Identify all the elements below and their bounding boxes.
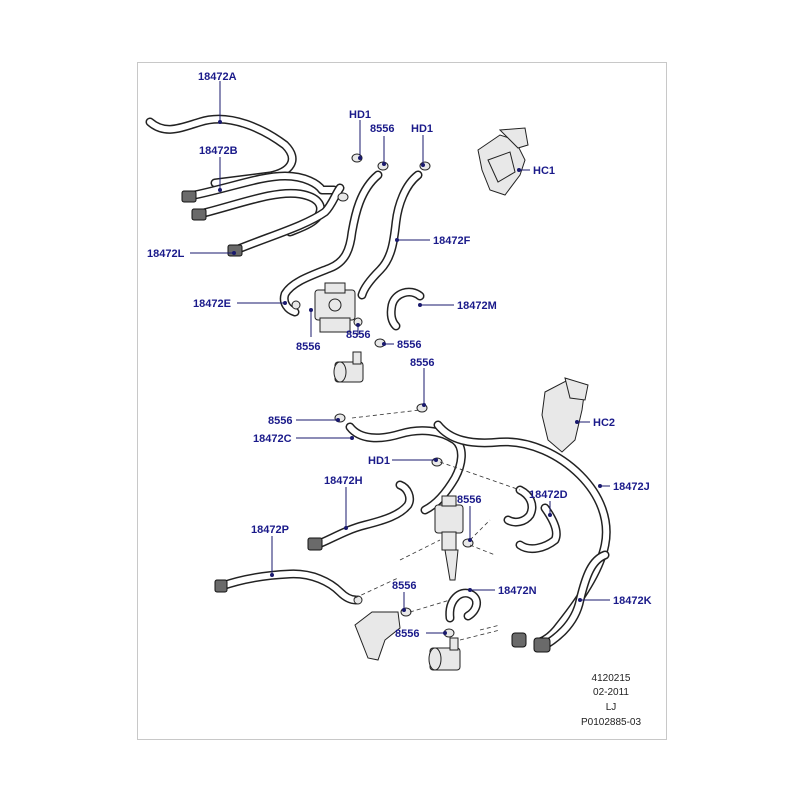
label-hd1-c: HD1 (368, 455, 390, 467)
label-18472J: 18472J (613, 481, 650, 493)
label-18472H: 18472H (324, 475, 363, 487)
label-18472P: 18472P (251, 524, 289, 536)
hose-18472E (279, 170, 383, 317)
label-8556-i: 8556 (395, 628, 419, 640)
label-18472L: 18472L (147, 248, 185, 260)
label-8556-f: 8556 (268, 415, 292, 427)
hose-18472H (311, 480, 415, 550)
label-8556-g: 8556 (457, 494, 481, 506)
label-18472N: 18472N (498, 585, 537, 597)
label-18472A: 18472A (198, 71, 237, 83)
hose-18472L (231, 183, 345, 255)
label-18472B: 18472B (199, 145, 238, 157)
label-18472C: 18472C (253, 433, 292, 445)
label-hc2: HC2 (593, 417, 615, 429)
label-18472F: 18472F (433, 235, 471, 247)
heater-valve-upper (314, 282, 356, 333)
hose-18472P (217, 569, 361, 605)
dashed-guide-lines (351, 409, 521, 641)
label-8556-h: 8556 (392, 580, 416, 592)
ref-number: 4120215 (592, 673, 631, 684)
mounting-bracket-lower (354, 611, 401, 661)
label-8556-e: 8556 (410, 357, 434, 369)
hose-18472M (386, 287, 425, 331)
label-hd1-a: HD1 (349, 109, 371, 121)
label-18472E: 18472E (193, 298, 231, 310)
label-8556-a: 8556 (370, 123, 394, 135)
label-18472D: 18472D (529, 489, 568, 501)
water-pump-upper (333, 351, 364, 383)
bracket-hc1 (477, 127, 529, 196)
hose-18472A (145, 114, 297, 188)
hose-clamps-lower (334, 403, 474, 638)
bracket-hc2 (541, 377, 589, 453)
label-8556-b: 8556 (296, 341, 320, 353)
water-pump-lower (428, 637, 461, 671)
label-hc1: HC1 (533, 165, 555, 177)
label-18472M: 18472M (457, 300, 497, 312)
ref-model: LJ (606, 702, 617, 713)
ref-date: 02-2011 (593, 687, 629, 698)
hose-end-fittings-lower (214, 537, 551, 653)
ref-figure-id: P0102885-03 (581, 717, 641, 728)
hose-18472J (433, 420, 611, 647)
hose-lower-small (503, 485, 537, 527)
leader-lines (190, 81, 610, 635)
label-18472K: 18472K (613, 595, 652, 607)
part-labels: 18472A HD1 8556 HD1 HC1 18472B 18472L 18… (147, 71, 652, 640)
hose-18472F (357, 170, 423, 300)
hose-18472N (445, 588, 481, 623)
label-8556-c: 8556 (346, 329, 370, 341)
label-hd1-b: HD1 (411, 123, 433, 135)
hose-clamps-upper (291, 153, 431, 348)
heater-valve-lower (434, 495, 464, 581)
diagram-reference-block: 4120215 02-2011 LJ P0102885-03 (581, 673, 641, 728)
label-8556-d: 8556 (397, 339, 421, 351)
